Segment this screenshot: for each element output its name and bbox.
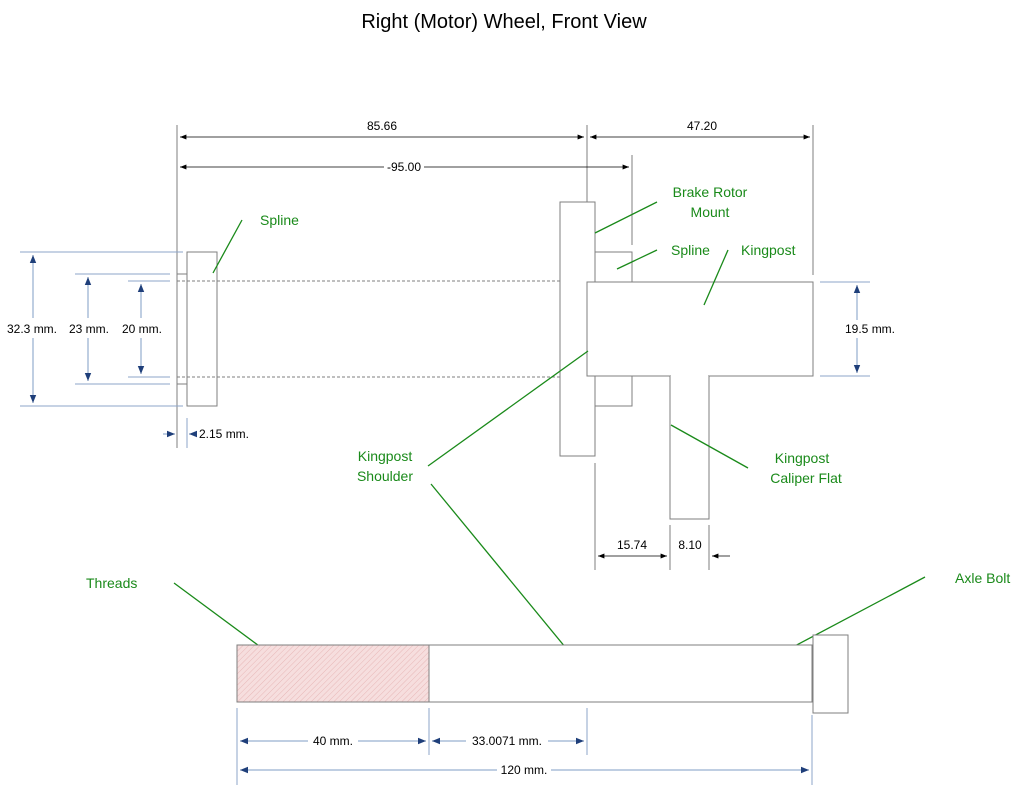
label-brake-rotor: Brake Rotor — [673, 184, 748, 200]
leader-line — [427, 350, 589, 467]
diagram-title: Right (Motor) Wheel, Front View — [361, 11, 647, 33]
bolt-shank — [428, 644, 813, 703]
kingpost — [586, 281, 814, 377]
dim-15-74: 15.74 — [617, 538, 647, 552]
dim-20: 20 mm. — [122, 322, 162, 336]
bolt-threads — [236, 644, 430, 703]
label-brake-rotor-2: Mount — [691, 204, 730, 220]
label-kingpost-shoulder: Kingpost — [358, 448, 413, 464]
dim-32-3: 32.3 mm. — [7, 322, 57, 336]
dim-120: 120 mm. — [501, 763, 548, 777]
leader-line — [670, 424, 749, 469]
kingpost-caliper-flat — [669, 376, 710, 520]
label-kingpost: Kingpost — [741, 242, 796, 258]
label-caliper-flat-2: Caliper Flat — [770, 470, 842, 486]
bolt-head — [812, 634, 849, 714]
flat-joint — [671, 375, 708, 378]
dim-23: 23 mm. — [69, 322, 109, 336]
spline-top — [594, 251, 633, 283]
dim-19-5: 19.5 mm. — [845, 322, 895, 336]
label-spline-left: Spline — [260, 212, 299, 228]
label-caliper-flat: Kingpost — [775, 450, 830, 466]
leader-line — [616, 249, 658, 270]
leader-line — [594, 201, 658, 234]
dim-bg — [384, 160, 424, 174]
leader-line — [430, 483, 585, 671]
hub-plate — [176, 273, 188, 385]
label-threads: Threads — [86, 575, 137, 591]
dim-40: 40 mm. — [313, 734, 353, 748]
dim-2-15: 2.15 mm. — [199, 427, 249, 441]
dim-33-0071: 33.0071 mm. — [472, 734, 542, 748]
spline-hub — [186, 251, 218, 407]
dim-47-20: 47.20 — [687, 119, 717, 133]
dim-bg — [308, 734, 358, 748]
dim-95-00: -95.00 — [387, 160, 421, 174]
dim-85-66: 85.66 — [367, 119, 397, 133]
dim-8-10: 8.10 — [678, 538, 702, 552]
label-kingpost-shoulder-2: Shoulder — [357, 468, 413, 484]
label-spline-right: Spline — [671, 242, 710, 258]
label-axle-bolt: Axle Bolt — [955, 570, 1010, 586]
dim-bg — [466, 734, 548, 748]
leader-line — [212, 219, 243, 274]
spline-bottom — [594, 375, 633, 407]
dim-bg — [497, 763, 551, 777]
leader-line — [703, 249, 729, 306]
